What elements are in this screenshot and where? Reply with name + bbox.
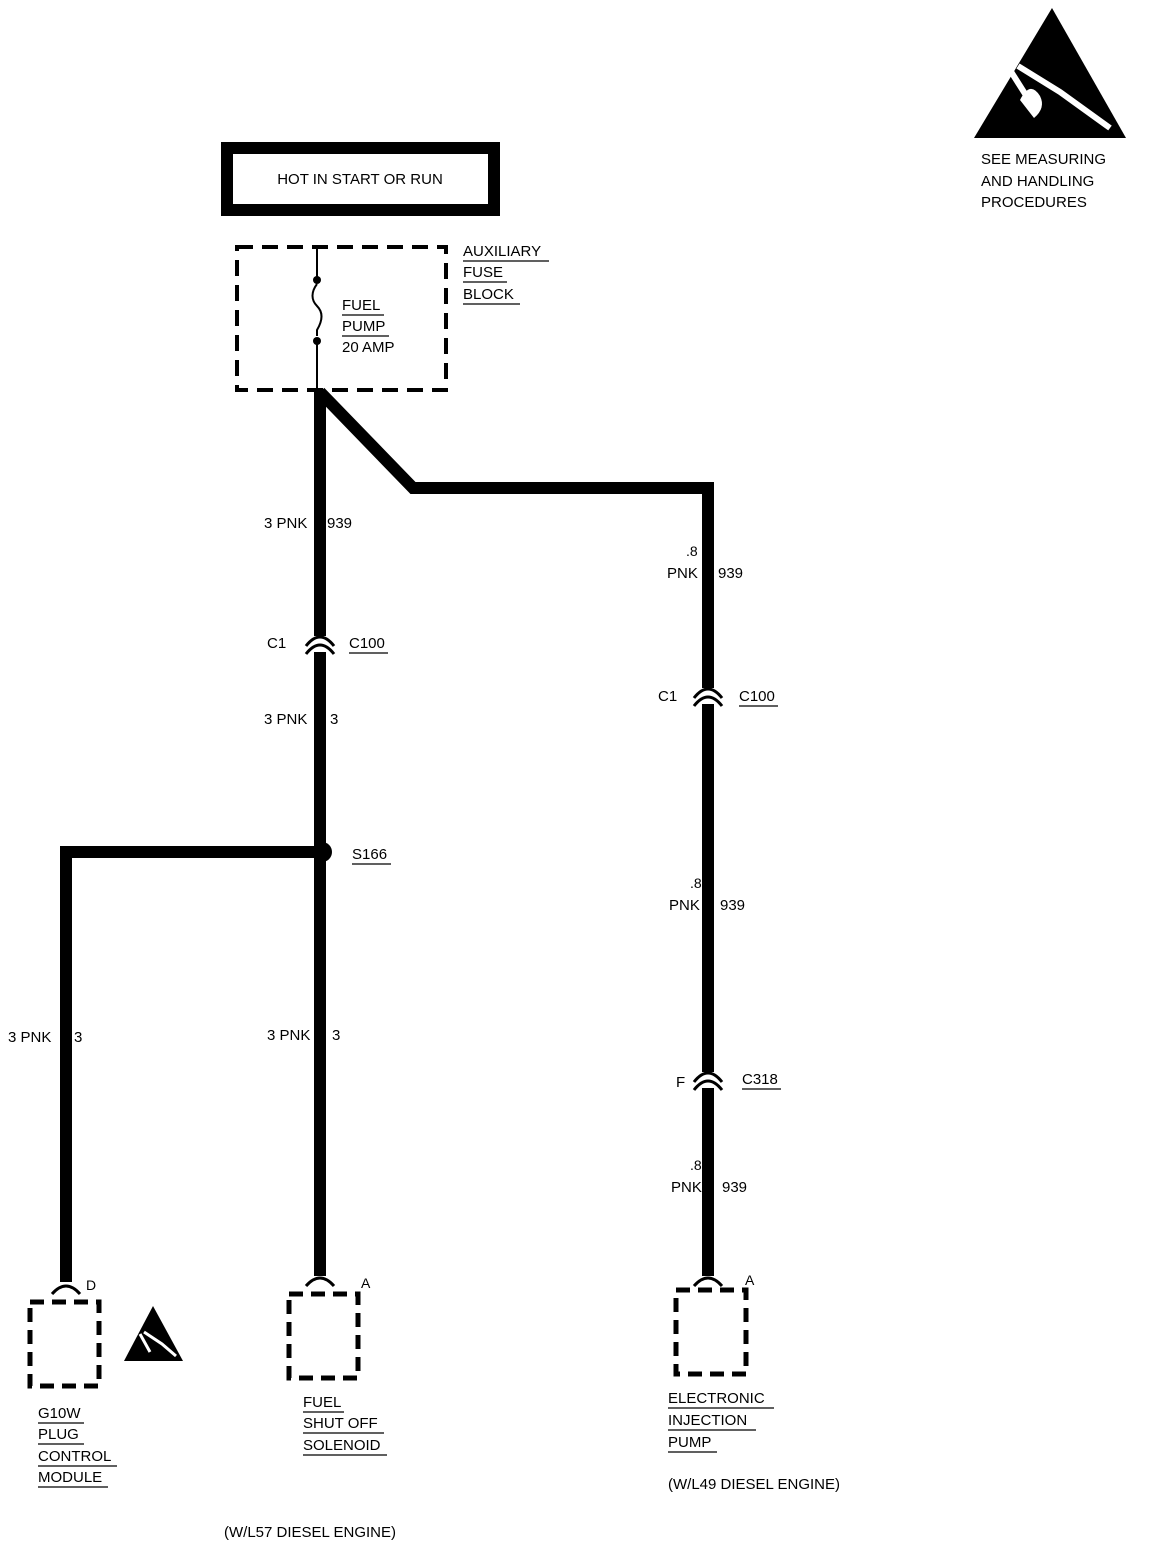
connector-c318-icon <box>692 1071 724 1091</box>
glow-module-label-4: MODULE <box>38 1469 102 1486</box>
power-source-box: HOT IN START OR RUN <box>221 142 500 216</box>
wire-glow-module <box>60 846 320 1282</box>
glow-module-label-1: G10W <box>38 1405 81 1422</box>
solenoid-label-2: SHUT OFF <box>303 1415 378 1432</box>
injection-pump-box <box>673 1287 749 1377</box>
esd-notice-line-2: AND HANDLING <box>981 173 1094 190</box>
wire-left-top-circuit: 939 <box>327 515 352 532</box>
wire-right-2-color: PNK <box>669 897 700 914</box>
wire-right-1-circuit: 939 <box>718 565 743 582</box>
wire-right-3-circuit: 939 <box>722 1179 747 1196</box>
wire-right-2-circuit: 939 <box>720 897 745 914</box>
solenoid-label-3: SOLENOID <box>303 1437 381 1454</box>
pump-pin: A <box>745 1272 755 1288</box>
fuse-icon <box>311 247 323 390</box>
auxiliary-fuse-block <box>235 245 448 392</box>
esd-notice-line-3: PROCEDURES <box>981 194 1087 211</box>
wire-left-top-gauge: 3 PNK <box>264 515 307 532</box>
pump-label-2: INJECTION <box>668 1412 747 1429</box>
power-source-label: HOT IN START OR RUN <box>277 171 443 188</box>
fuse-block-name-3: BLOCK <box>463 286 514 303</box>
terminal-pump-icon <box>692 1276 724 1288</box>
wire-left-mid-gauge: 3 PNK <box>264 711 307 728</box>
wire-glow-gauge: 3 PNK <box>8 1029 51 1046</box>
terminal-glow-icon <box>50 1284 82 1296</box>
glow-module-label-2: PLUG <box>38 1426 79 1443</box>
wire-left-mid-circuit: 3 <box>330 711 338 728</box>
wire-glow-circuit: 3 <box>74 1029 82 1046</box>
option-l49-label: (W/L49 DIESEL ENGINE) <box>668 1476 840 1493</box>
fuse-block-name-2: FUSE <box>463 264 503 281</box>
wire-right-3-color: PNK <box>671 1179 702 1196</box>
connector-left-id: C100 <box>349 635 385 652</box>
connector-right-2-pin: F <box>676 1074 685 1091</box>
wire-solenoid-circuit: 3 <box>332 1027 340 1044</box>
connector-c100-right-icon <box>692 687 724 707</box>
glow-plug-module-box <box>27 1299 102 1389</box>
connector-right-1-id: C100 <box>739 688 775 705</box>
connector-left-pin: C1 <box>267 635 286 652</box>
solenoid-pin: A <box>361 1275 371 1291</box>
splice-label: S166 <box>352 846 387 863</box>
wire-right-3-gauge: .8 <box>690 1157 702 1173</box>
wire-right-1-color: PNK <box>667 565 698 582</box>
wire-solenoid-gauge: 3 PNK <box>267 1027 310 1044</box>
fuse-label-2: PUMP <box>342 318 385 335</box>
fuse-label-1: FUEL <box>342 297 380 314</box>
esd-notice-line-1: SEE MEASURING <box>981 151 1106 168</box>
pump-label-3: PUMP <box>668 1434 711 1451</box>
glow-module-label-3: CONTROL <box>38 1448 111 1465</box>
fuse-block-name-1: AUXILIARY <box>463 243 541 260</box>
glow-module-pin: D <box>86 1277 96 1293</box>
solenoid-label-1: FUEL <box>303 1394 341 1411</box>
wires <box>60 387 714 1282</box>
splice-s166 <box>312 842 332 862</box>
esd-warning-icon <box>974 8 1126 138</box>
terminal-solenoid-icon <box>304 1276 336 1288</box>
wire-right-1-gauge: .8 <box>686 543 698 559</box>
fuse-label-3: 20 AMP <box>342 339 395 356</box>
fuel-solenoid-box <box>286 1291 361 1381</box>
option-l57-label: (W/L57 DIESEL ENGINE) <box>224 1524 396 1541</box>
wire-right-top <box>315 387 714 688</box>
connector-right-1-pin: C1 <box>658 688 677 705</box>
esd-warning-small-icon <box>124 1306 183 1361</box>
connector-c100-left-icon <box>304 635 336 655</box>
connector-right-2-id: C318 <box>742 1071 778 1088</box>
wire-right-2-gauge: .8 <box>690 875 702 891</box>
pump-label-1: ELECTRONIC <box>668 1390 765 1407</box>
